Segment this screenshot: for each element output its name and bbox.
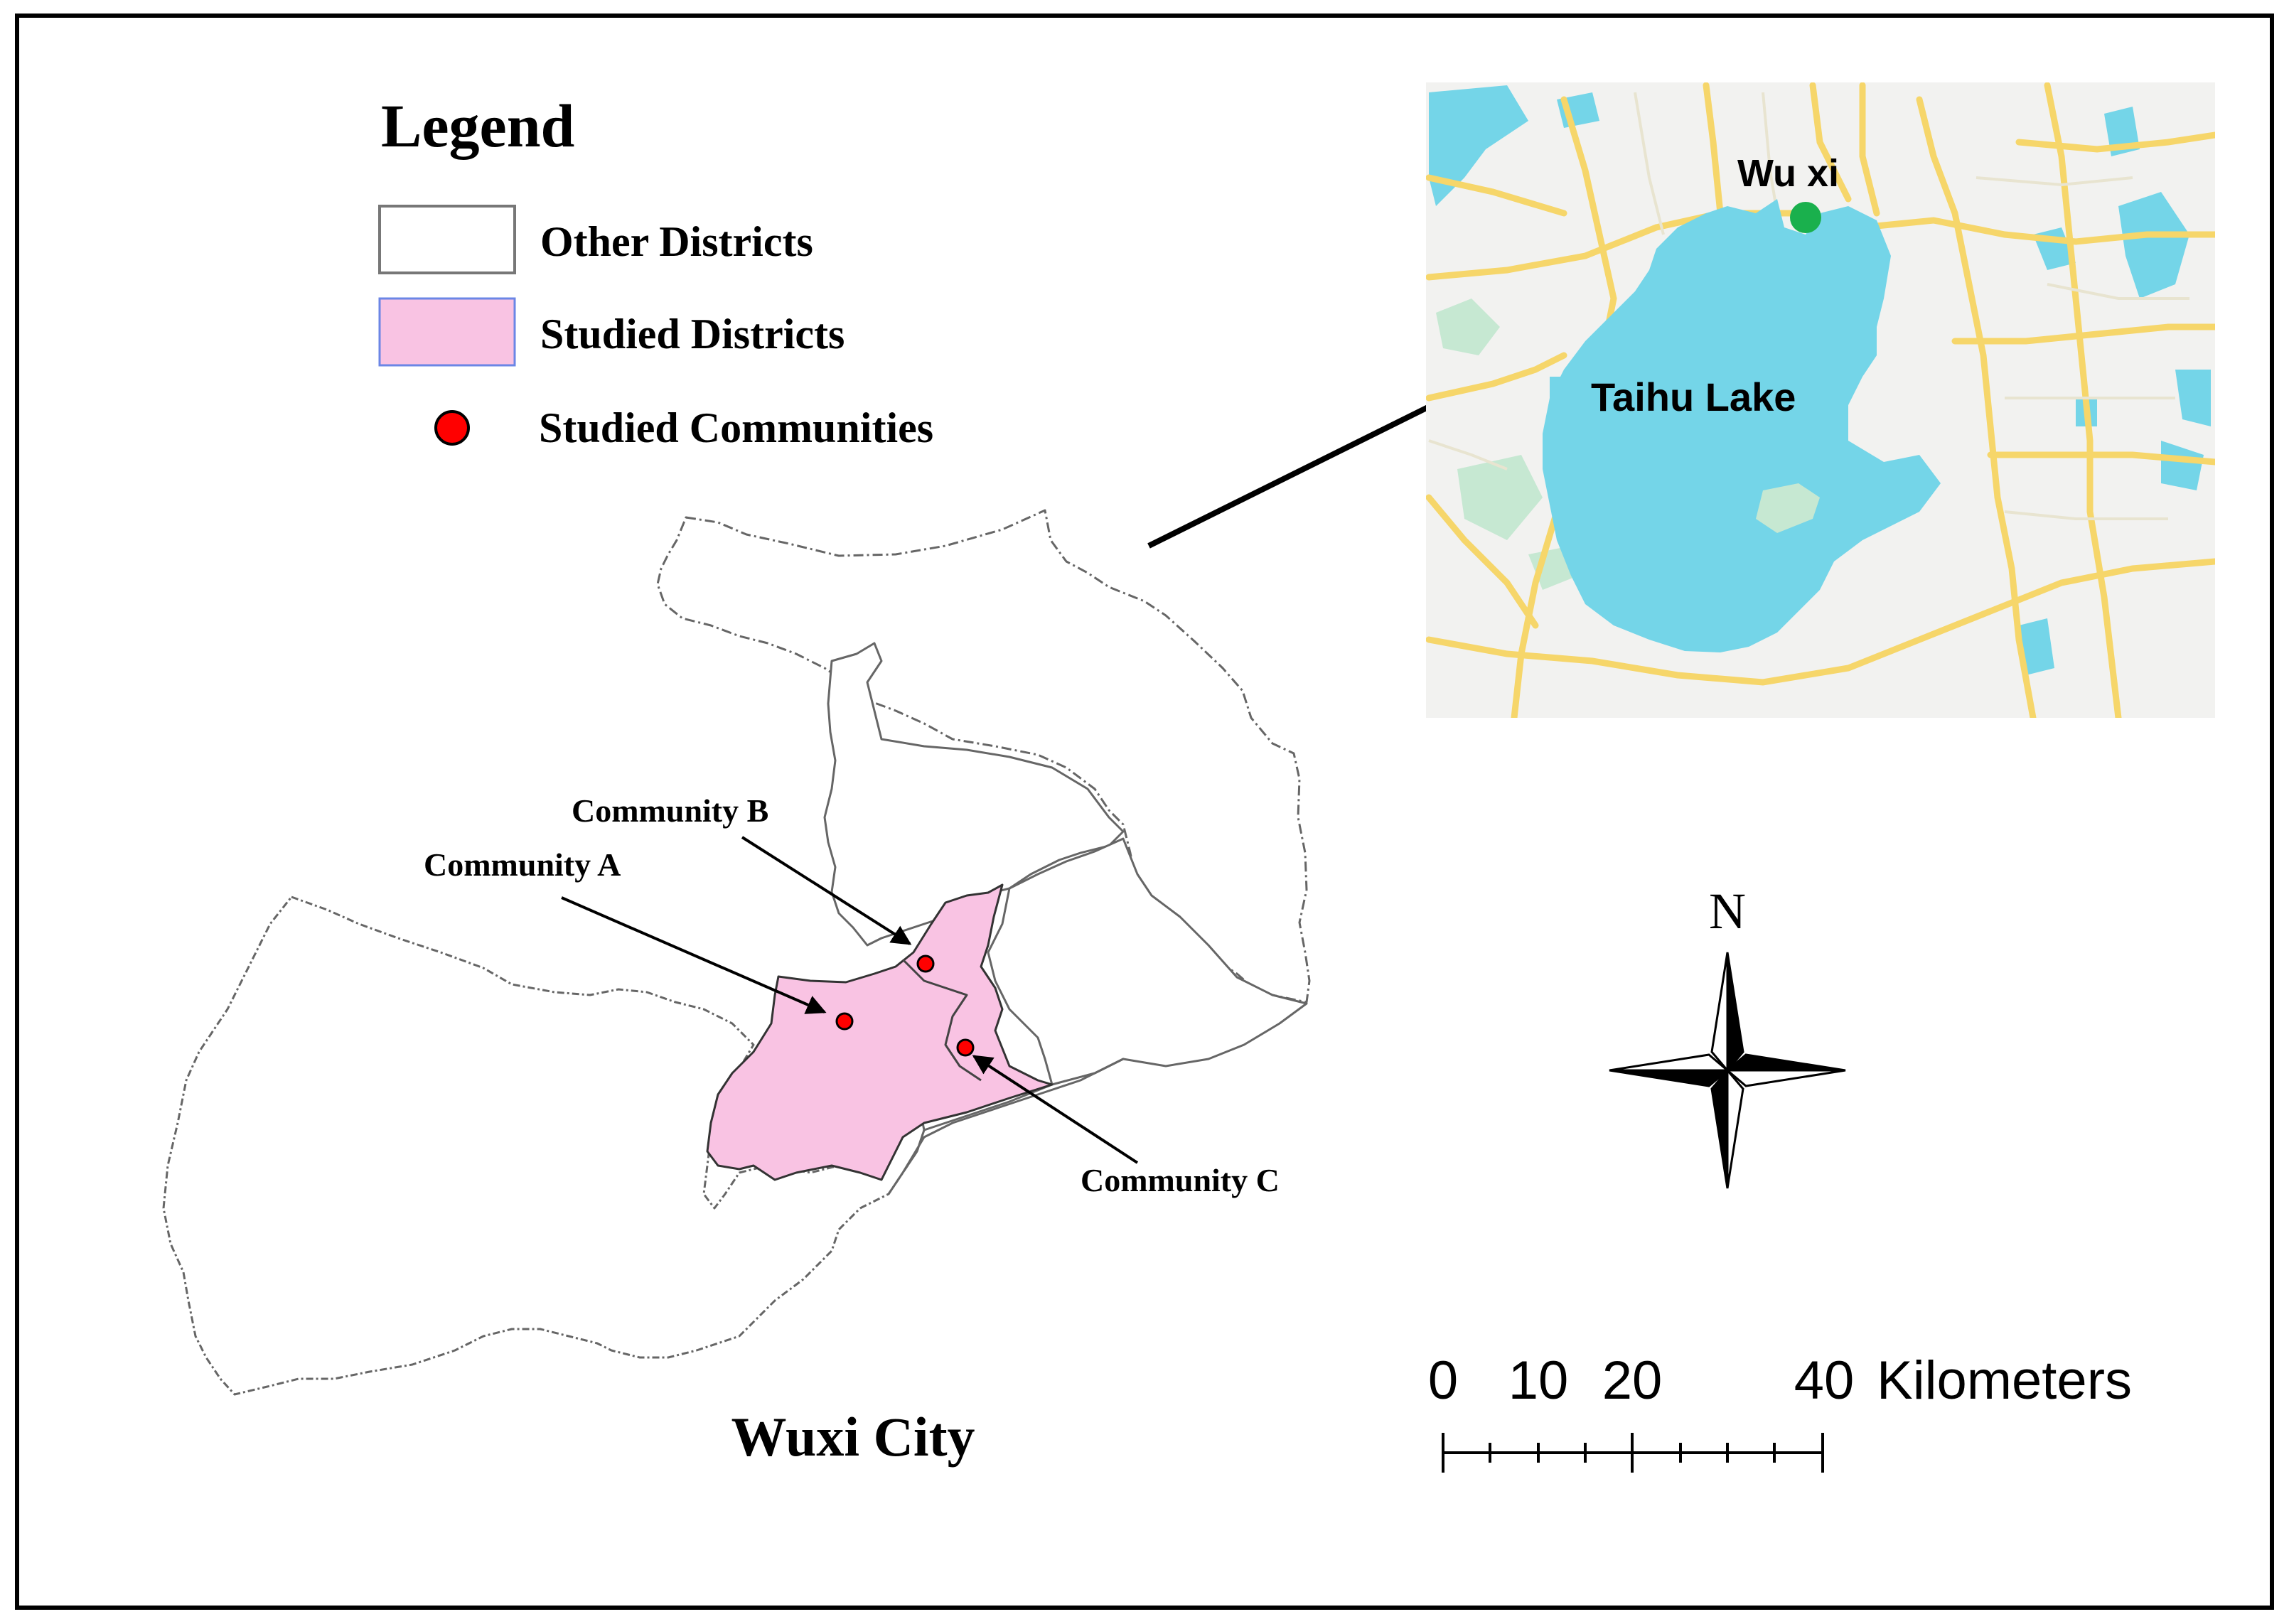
main-map: Community A Community B Community C Wuxi… bbox=[162, 509, 1311, 1468]
scale-tick-20: 20 bbox=[1602, 1350, 1663, 1411]
community-c-arrow bbox=[972, 1055, 1139, 1164]
scale-tick-40: 40 bbox=[1794, 1350, 1855, 1411]
wuxi-marker bbox=[1790, 202, 1821, 233]
studied-district bbox=[706, 883, 1054, 1181]
scale-unit: Kilometers bbox=[1877, 1350, 2132, 1411]
community-b-label: Community B bbox=[572, 792, 768, 829]
community-a-label: Community A bbox=[424, 846, 621, 883]
community-a-arrow bbox=[561, 896, 827, 1014]
inset-minor-roads bbox=[1428, 92, 2189, 520]
main-map-title: Wuxi City bbox=[731, 1406, 975, 1468]
north-arrow: N bbox=[1609, 883, 1846, 1189]
scale-tick-10: 10 bbox=[1508, 1350, 1569, 1411]
legend-symbol-studied-communities bbox=[434, 410, 470, 446]
scale-tick-0: 0 bbox=[1428, 1350, 1458, 1411]
compass-rose-icon bbox=[1609, 952, 1846, 1189]
inset-lake-label: Taihu Lake bbox=[1591, 375, 1796, 419]
studied-district-internal-boundary bbox=[901, 958, 982, 1082]
legend-label-studied-districts: Studied Districts bbox=[540, 311, 845, 357]
legend-label-studied-communities: Studied Communities bbox=[539, 404, 933, 451]
community-b-point bbox=[916, 954, 935, 973]
scale-bar: 0 10 20 40 Kilometers bbox=[1428, 1350, 2132, 1473]
inset-roads bbox=[1426, 82, 2215, 718]
community-c-point bbox=[956, 1038, 975, 1057]
legend-title: Legend bbox=[381, 92, 574, 160]
community-c-label: Community C bbox=[1081, 1162, 1280, 1198]
district-southeast bbox=[987, 837, 1308, 1086]
legend-label-other-districts: Other Districts bbox=[540, 218, 813, 265]
community-b-arrow bbox=[741, 836, 912, 945]
lake-island bbox=[1756, 483, 1820, 533]
taihu-lake bbox=[1543, 199, 1941, 652]
legend: Legend Other Districts Studied Districts… bbox=[378, 92, 933, 451]
district-south bbox=[887, 1058, 1125, 1195]
district-northeast bbox=[656, 509, 1311, 1004]
community-a-point bbox=[835, 1012, 854, 1031]
inset-city-label: Wu xi bbox=[1737, 152, 1839, 195]
scale-bar-line bbox=[1442, 1433, 1824, 1473]
legend-swatch-studied-districts bbox=[378, 297, 516, 367]
inset-map: Wu xi Taihu Lake bbox=[1426, 82, 2215, 718]
legend-swatch-other-districts bbox=[378, 205, 516, 274]
north-label: N bbox=[1709, 883, 1746, 940]
